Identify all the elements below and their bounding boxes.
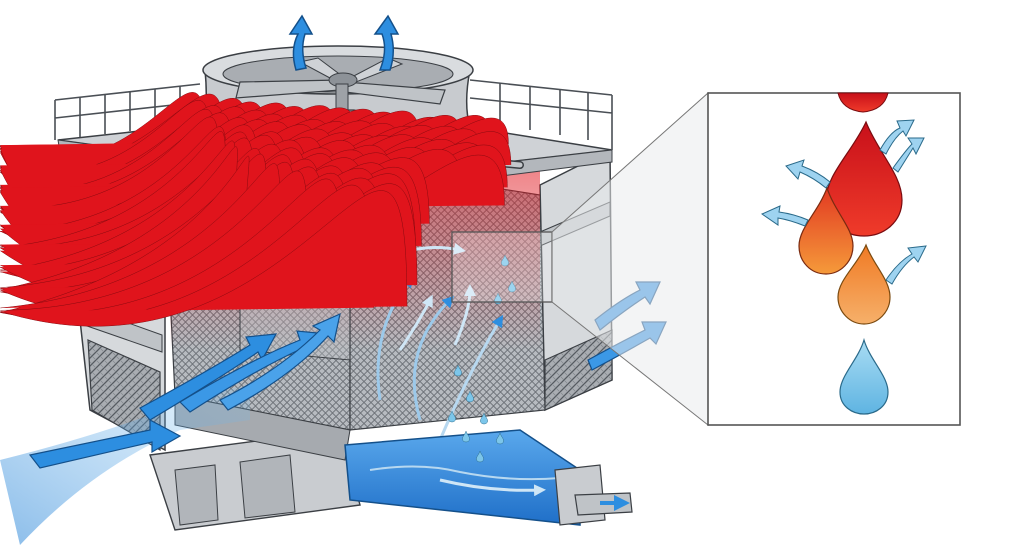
- water-drop-icon: [448, 410, 456, 423]
- zoom-source-frame: [451, 231, 553, 303]
- basin-flow-arrow: [439, 478, 546, 497]
- water-drop-icon: [462, 430, 470, 443]
- water-drop-icon: [825, 120, 903, 237]
- vapor-arrow-icon: [760, 205, 809, 227]
- outlet-pipe: [574, 492, 633, 516]
- arrow-up-icon: [288, 14, 314, 71]
- air-intake-arrow-icon: [28, 419, 182, 469]
- water-drop-icon: [494, 292, 502, 305]
- water-drop-icon: [501, 254, 509, 267]
- exhaust-arrows: [288, 14, 400, 71]
- water-drop-icon: [496, 432, 504, 445]
- cooled-water-droplets: [448, 254, 516, 463]
- water-drop-icon: [454, 364, 462, 377]
- arrow-up-icon: [373, 14, 400, 71]
- water-drop-icon: [798, 186, 854, 275]
- vapor-arrow-icon: [892, 137, 925, 173]
- zoom-detail-content: [760, 92, 927, 415]
- guard-railing: [54, 79, 613, 150]
- water-drop-icon: [466, 390, 474, 403]
- vapor-arrow-icon: [879, 119, 915, 155]
- cold-water-basin: [344, 429, 606, 526]
- tower-base: [149, 429, 361, 531]
- hot-water-droplets: [0, 92, 512, 327]
- vapor-arrow-icon: [885, 245, 927, 285]
- vapor-arrow-icon: [785, 159, 831, 189]
- water-drop-icon: [839, 337, 889, 415]
- vapor-arrows: [760, 119, 927, 285]
- water-drop-icon: [837, 243, 891, 325]
- fan-blades: [235, 57, 446, 105]
- water-drop-icon: [0, 190, 408, 327]
- air-intake-flow: [0, 312, 341, 545]
- water-drop-icon: [508, 280, 516, 293]
- water-drop-icon: [480, 412, 488, 425]
- air-intake-arrow-icon: [219, 312, 341, 411]
- water-drop-icon: [837, 92, 889, 113]
- water-drop-icon: [476, 450, 484, 463]
